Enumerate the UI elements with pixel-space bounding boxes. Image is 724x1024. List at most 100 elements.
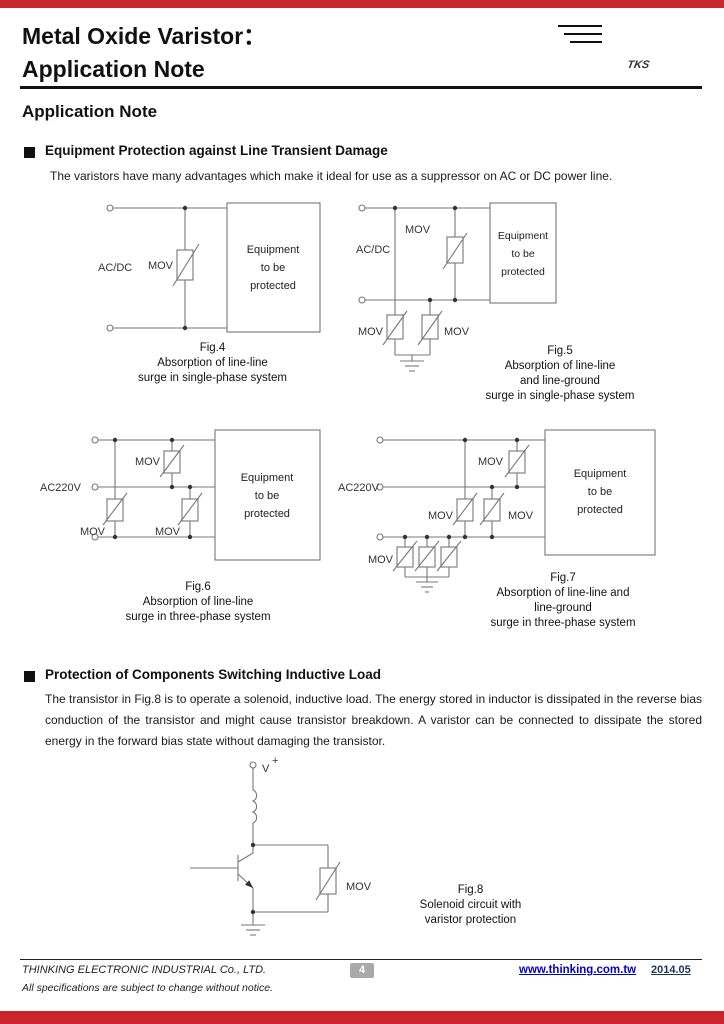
- mov-varistor: [253, 844, 341, 913]
- footer-date: 2014.05: [651, 964, 691, 976]
- fig4-caption: Fig.4 Absorption of line-line surge in s…: [95, 341, 330, 386]
- mov-label: MOV: [508, 510, 534, 522]
- inductor-coil: [251, 789, 258, 824]
- mov-label: MOV: [148, 260, 174, 272]
- junction-dot: [424, 534, 430, 540]
- fig6-diagram: Equipment to be protected AC220V MOV: [40, 429, 321, 561]
- junction-dot: [169, 484, 175, 490]
- junction-dot: [489, 534, 495, 540]
- fig8-caption: Fig.8 Solenoid circuit with varistor pro…: [388, 883, 553, 928]
- junction-dot: [489, 484, 495, 490]
- logo-text: TKS: [626, 59, 651, 71]
- emitter-arrow: [245, 880, 253, 888]
- mov-varistor: [479, 487, 505, 537]
- caption-line: varistor protection: [424, 914, 517, 926]
- doc-title-line2: Application Note: [22, 56, 205, 82]
- equipment-label: to be: [255, 490, 279, 502]
- caption-line: Absorption of line-line: [142, 596, 254, 608]
- junction-dot: [112, 534, 118, 540]
- junction-dot: [182, 205, 188, 211]
- equipment-label: protected: [250, 280, 296, 292]
- equipment-label: Equipment: [498, 230, 548, 242]
- caption-line: Absorption of line-line: [157, 357, 268, 369]
- junction-dot: [462, 437, 468, 443]
- mov-label: MOV: [478, 456, 504, 468]
- fig8-diagram: V + MOV: [190, 755, 372, 936]
- mov-varistor: [504, 440, 530, 487]
- power-rails: [98, 439, 215, 538]
- equipment-box: [214, 429, 321, 561]
- caption-line: Fig.4: [199, 342, 226, 354]
- section-bullet: [24, 147, 35, 158]
- equipment-label: to be: [588, 486, 612, 498]
- caption-line: surge in three-phase system: [125, 611, 271, 623]
- equipment-label: Equipment: [241, 472, 294, 484]
- equipment-box: [544, 429, 656, 556]
- ground-symbol: [241, 924, 265, 936]
- section2-heading: Protection of Components Switching Induc…: [45, 667, 382, 682]
- caption-line: surge in single-phase system: [485, 390, 635, 402]
- section-bullet: [24, 671, 35, 682]
- mov-varistor: [442, 208, 468, 300]
- section1-heading: Equipment Protection against Line Transi…: [45, 143, 388, 158]
- mov-label: MOV: [135, 456, 161, 468]
- junction-dot: [462, 534, 468, 540]
- terminal: [91, 436, 99, 444]
- terminal: [376, 533, 384, 541]
- mov-label: MOV: [405, 224, 431, 236]
- doc-title-line1: Metal Oxide Varistor：: [22, 23, 267, 49]
- junction-dot: [427, 297, 433, 303]
- footer-disclaimer: All specifications are subject to change…: [22, 982, 273, 994]
- caption-line: surge in single-phase system: [138, 372, 287, 384]
- equipment-label: to be: [511, 248, 535, 260]
- junction-dot: [250, 842, 256, 848]
- caption-line: Fig.6: [185, 581, 211, 593]
- junction-dot: [402, 534, 408, 540]
- junction-dot: [169, 437, 175, 443]
- caption-line: Fig.8: [457, 884, 484, 896]
- fig4-diagram: Equipment to be protected AC/DC MOV: [98, 202, 321, 333]
- npn-transistor: [190, 852, 254, 889]
- website-link[interactable]: www.thinking.com.tw: [519, 964, 637, 976]
- mov-varistor: [172, 208, 200, 328]
- mov-label: MOV: [346, 881, 372, 893]
- equipment-label: Equipment: [574, 468, 627, 480]
- section2-body: The transistor in Fig.8 is to operate a …: [45, 692, 702, 748]
- mov-varistor: [436, 537, 462, 577]
- junction-dot: [392, 205, 398, 211]
- footer-rule: [20, 959, 702, 960]
- equipment-label: to be: [261, 262, 285, 274]
- caption-line: line-ground: [534, 602, 592, 614]
- title-rule: [20, 86, 702, 89]
- mov-varistor: [414, 537, 440, 577]
- bottom-red-bar: [0, 1011, 724, 1024]
- equipment-box: [226, 202, 321, 333]
- junction-dot: [187, 534, 193, 540]
- caption-line: and line-ground: [520, 375, 600, 387]
- section1-body: The varistors have many advantages which…: [50, 169, 613, 183]
- mov-varistor: [102, 440, 128, 537]
- terminal: [358, 204, 366, 212]
- fig5-diagram: Equipment to be protected: [356, 202, 557, 372]
- mov-varistor: [177, 487, 203, 537]
- junction-dot: [187, 484, 193, 490]
- fig6-caption: Fig.6 Absorption of line-line surge in t…: [78, 580, 318, 625]
- vplus-terminal: [249, 761, 257, 769]
- junction-dot: [250, 909, 256, 915]
- caption-line: Fig.7: [550, 572, 576, 584]
- junction-dot: [514, 484, 520, 490]
- mov-label: MOV: [358, 326, 384, 338]
- junction-dot: [452, 205, 458, 211]
- junction-dot: [514, 437, 520, 443]
- equipment-label: protected: [244, 508, 290, 520]
- ground-symbol: [416, 581, 438, 593]
- equipment-label: protected: [577, 504, 623, 516]
- terminal: [106, 324, 114, 332]
- terminal: [358, 296, 366, 304]
- page-number-badge: 4: [350, 963, 374, 978]
- mov-varistor: [452, 440, 478, 537]
- terminal: [91, 483, 99, 491]
- mov-label: MOV: [428, 510, 454, 522]
- vplus-superscript: +: [272, 755, 278, 767]
